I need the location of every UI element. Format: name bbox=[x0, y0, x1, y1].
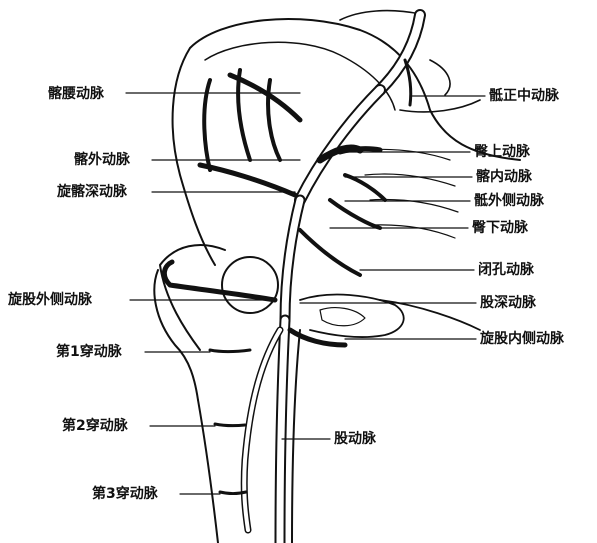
femur-shaft-right bbox=[292, 330, 300, 543]
label-lateral-sacral-artery: 骶外侧动脉 bbox=[474, 193, 544, 209]
perforating-artery-3 bbox=[220, 492, 246, 494]
label-perforating-artery-1: 第1穿动脉 bbox=[56, 344, 122, 360]
label-femoral-artery: 股动脉 bbox=[334, 431, 376, 447]
label-perforating-artery-2: 第2穿动脉 bbox=[62, 418, 128, 434]
label-lateral-circumflex-femoral-artery: 旋股外侧动脉 bbox=[8, 292, 92, 308]
femoral-head bbox=[222, 257, 278, 313]
label-medial-circumflex-femoral-artery: 旋股内侧动脉 bbox=[480, 331, 564, 347]
label-obturator-artery: 闭孔动脉 bbox=[478, 262, 534, 278]
perforating-artery-2 bbox=[215, 424, 245, 426]
iliac-branch-network bbox=[204, 70, 280, 170]
label-inferior-gluteal-artery: 臀下动脉 bbox=[472, 220, 528, 236]
label-external-iliac-artery: 髂外动脉 bbox=[74, 152, 130, 168]
label-perforating-artery-3: 第3穿动脉 bbox=[92, 486, 158, 502]
femur-shaft-left bbox=[198, 400, 218, 543]
leader-lines bbox=[126, 93, 485, 494]
label-deep-femoral-artery: 股深动脉 bbox=[480, 295, 536, 311]
label-deep-circumflex-iliac-artery: 旋髂深动脉 bbox=[57, 184, 127, 200]
lateral-circumflex-femoral bbox=[164, 262, 275, 300]
label-superior-gluteal-artery: 臀上动脉 bbox=[474, 144, 530, 160]
lateral-sacral bbox=[345, 175, 385, 200]
label-internal-iliac-artery: 髂内动脉 bbox=[476, 169, 532, 185]
deep-circumflex-iliac bbox=[200, 165, 295, 195]
obturator-region bbox=[320, 308, 365, 326]
perforating-artery-1 bbox=[210, 350, 250, 352]
obturator-artery bbox=[300, 230, 360, 275]
label-iliolumbar-artery: 髂腰动脉 bbox=[48, 86, 104, 102]
inferior-gluteal bbox=[330, 200, 380, 228]
label-median-sacral-artery: 骶正中动脉 bbox=[489, 88, 559, 104]
